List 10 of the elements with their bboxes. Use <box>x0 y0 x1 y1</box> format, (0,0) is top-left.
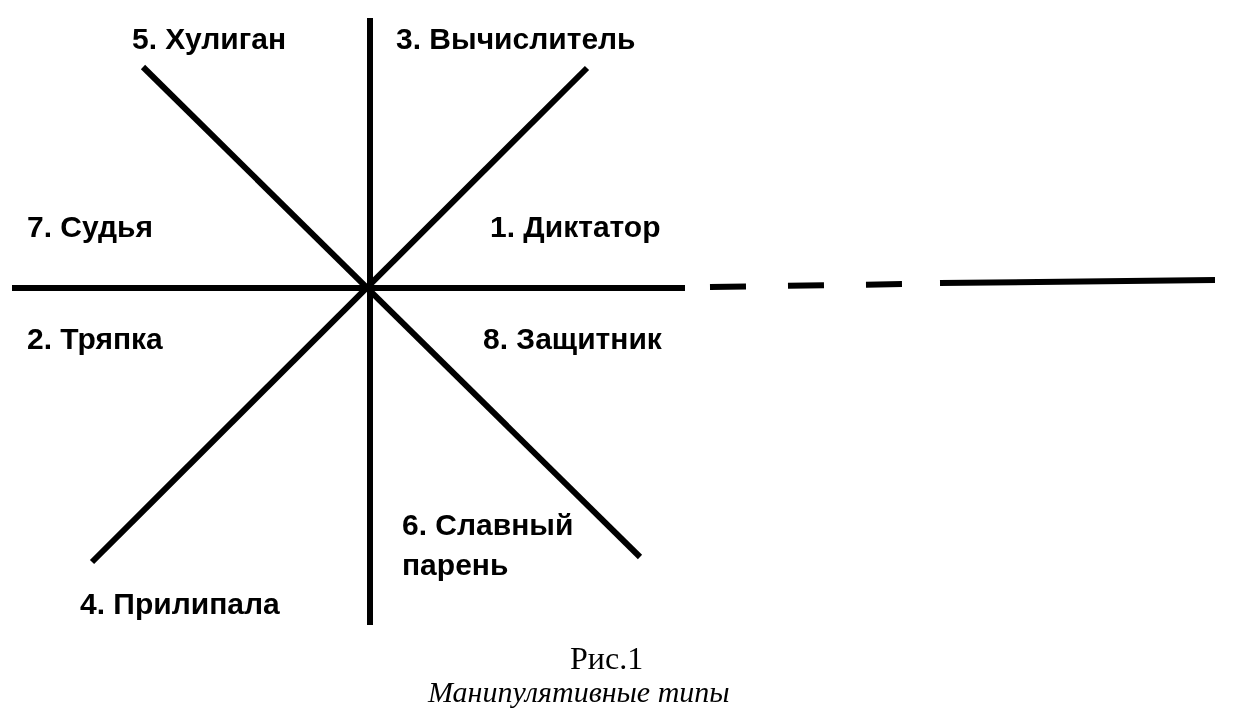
type-label: 6. Славный парень <box>402 507 575 583</box>
figure-caption: Рис.1 <box>570 640 644 677</box>
type-label: 5. Хулиган <box>132 21 287 57</box>
figure-subtitle: Манипулятивные типы <box>428 675 730 709</box>
type-label: 7. Судья <box>27 209 153 245</box>
type-label: 2. Тряпка <box>27 321 163 357</box>
type-label: 8. Защитник <box>483 321 662 357</box>
type-label: 3. Вычислитель <box>396 21 636 57</box>
type-label: 1. Диктатор <box>490 209 661 245</box>
type-label: 4. Прилипала <box>80 586 280 622</box>
